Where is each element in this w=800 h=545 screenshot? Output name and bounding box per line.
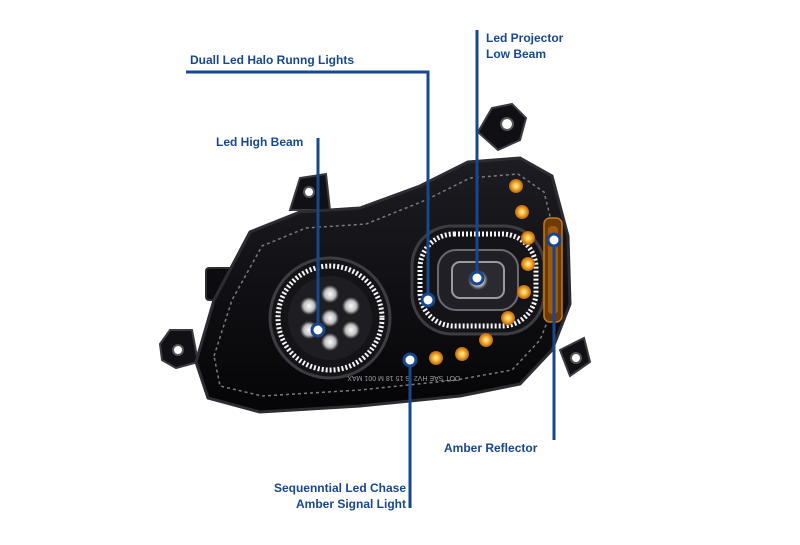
callout-lines	[186, 30, 556, 508]
marker-high-beam	[310, 322, 326, 338]
label-halo-text: Duall Led Halo Runng Lights	[190, 53, 354, 67]
label-amber-reflector-text: Amber Reflector	[444, 441, 538, 455]
marker-signal	[402, 352, 418, 368]
mounting-tab-left	[288, 172, 332, 211]
callout-line-halo	[186, 70, 430, 300]
label-projector: Led Projector Low Beam	[486, 30, 563, 62]
marker-amber-reflector	[546, 232, 562, 248]
mounting-tab-bottom-right	[558, 336, 592, 378]
marker-halo	[420, 292, 436, 308]
high-beam-leds	[300, 285, 360, 351]
label-high-beam-text: Led High Beam	[216, 135, 304, 149]
label-signal-line1: Sequenntial Led Chase	[273, 481, 406, 495]
mounting-tab-bottom-left	[158, 329, 200, 370]
marker-projector	[469, 270, 485, 286]
high-beam-module	[268, 256, 392, 380]
label-signal-line2: Amber Signal Light	[295, 497, 406, 511]
headlight-assembly: DOT SAE HV2 IS 15 18 M 001 MAX	[158, 102, 592, 414]
label-amber-reflector: Amber Reflector	[444, 440, 537, 456]
label-signal: Sequenntial Led Chase Amber Signal Light	[250, 480, 406, 512]
chrome-trim	[213, 173, 557, 397]
mounting-tab-top	[476, 102, 528, 152]
callout-markers	[310, 232, 562, 368]
label-projector-line2: Low Beam	[486, 47, 547, 61]
label-projector-line1: Led Projector	[486, 31, 564, 45]
lens-marking: DOT SAE HV2 IS 15 18 M 001 MAX	[347, 374, 460, 381]
label-halo: Duall Led Halo Runng Lights	[190, 52, 354, 68]
label-high-beam: Led High Beam	[216, 134, 303, 150]
